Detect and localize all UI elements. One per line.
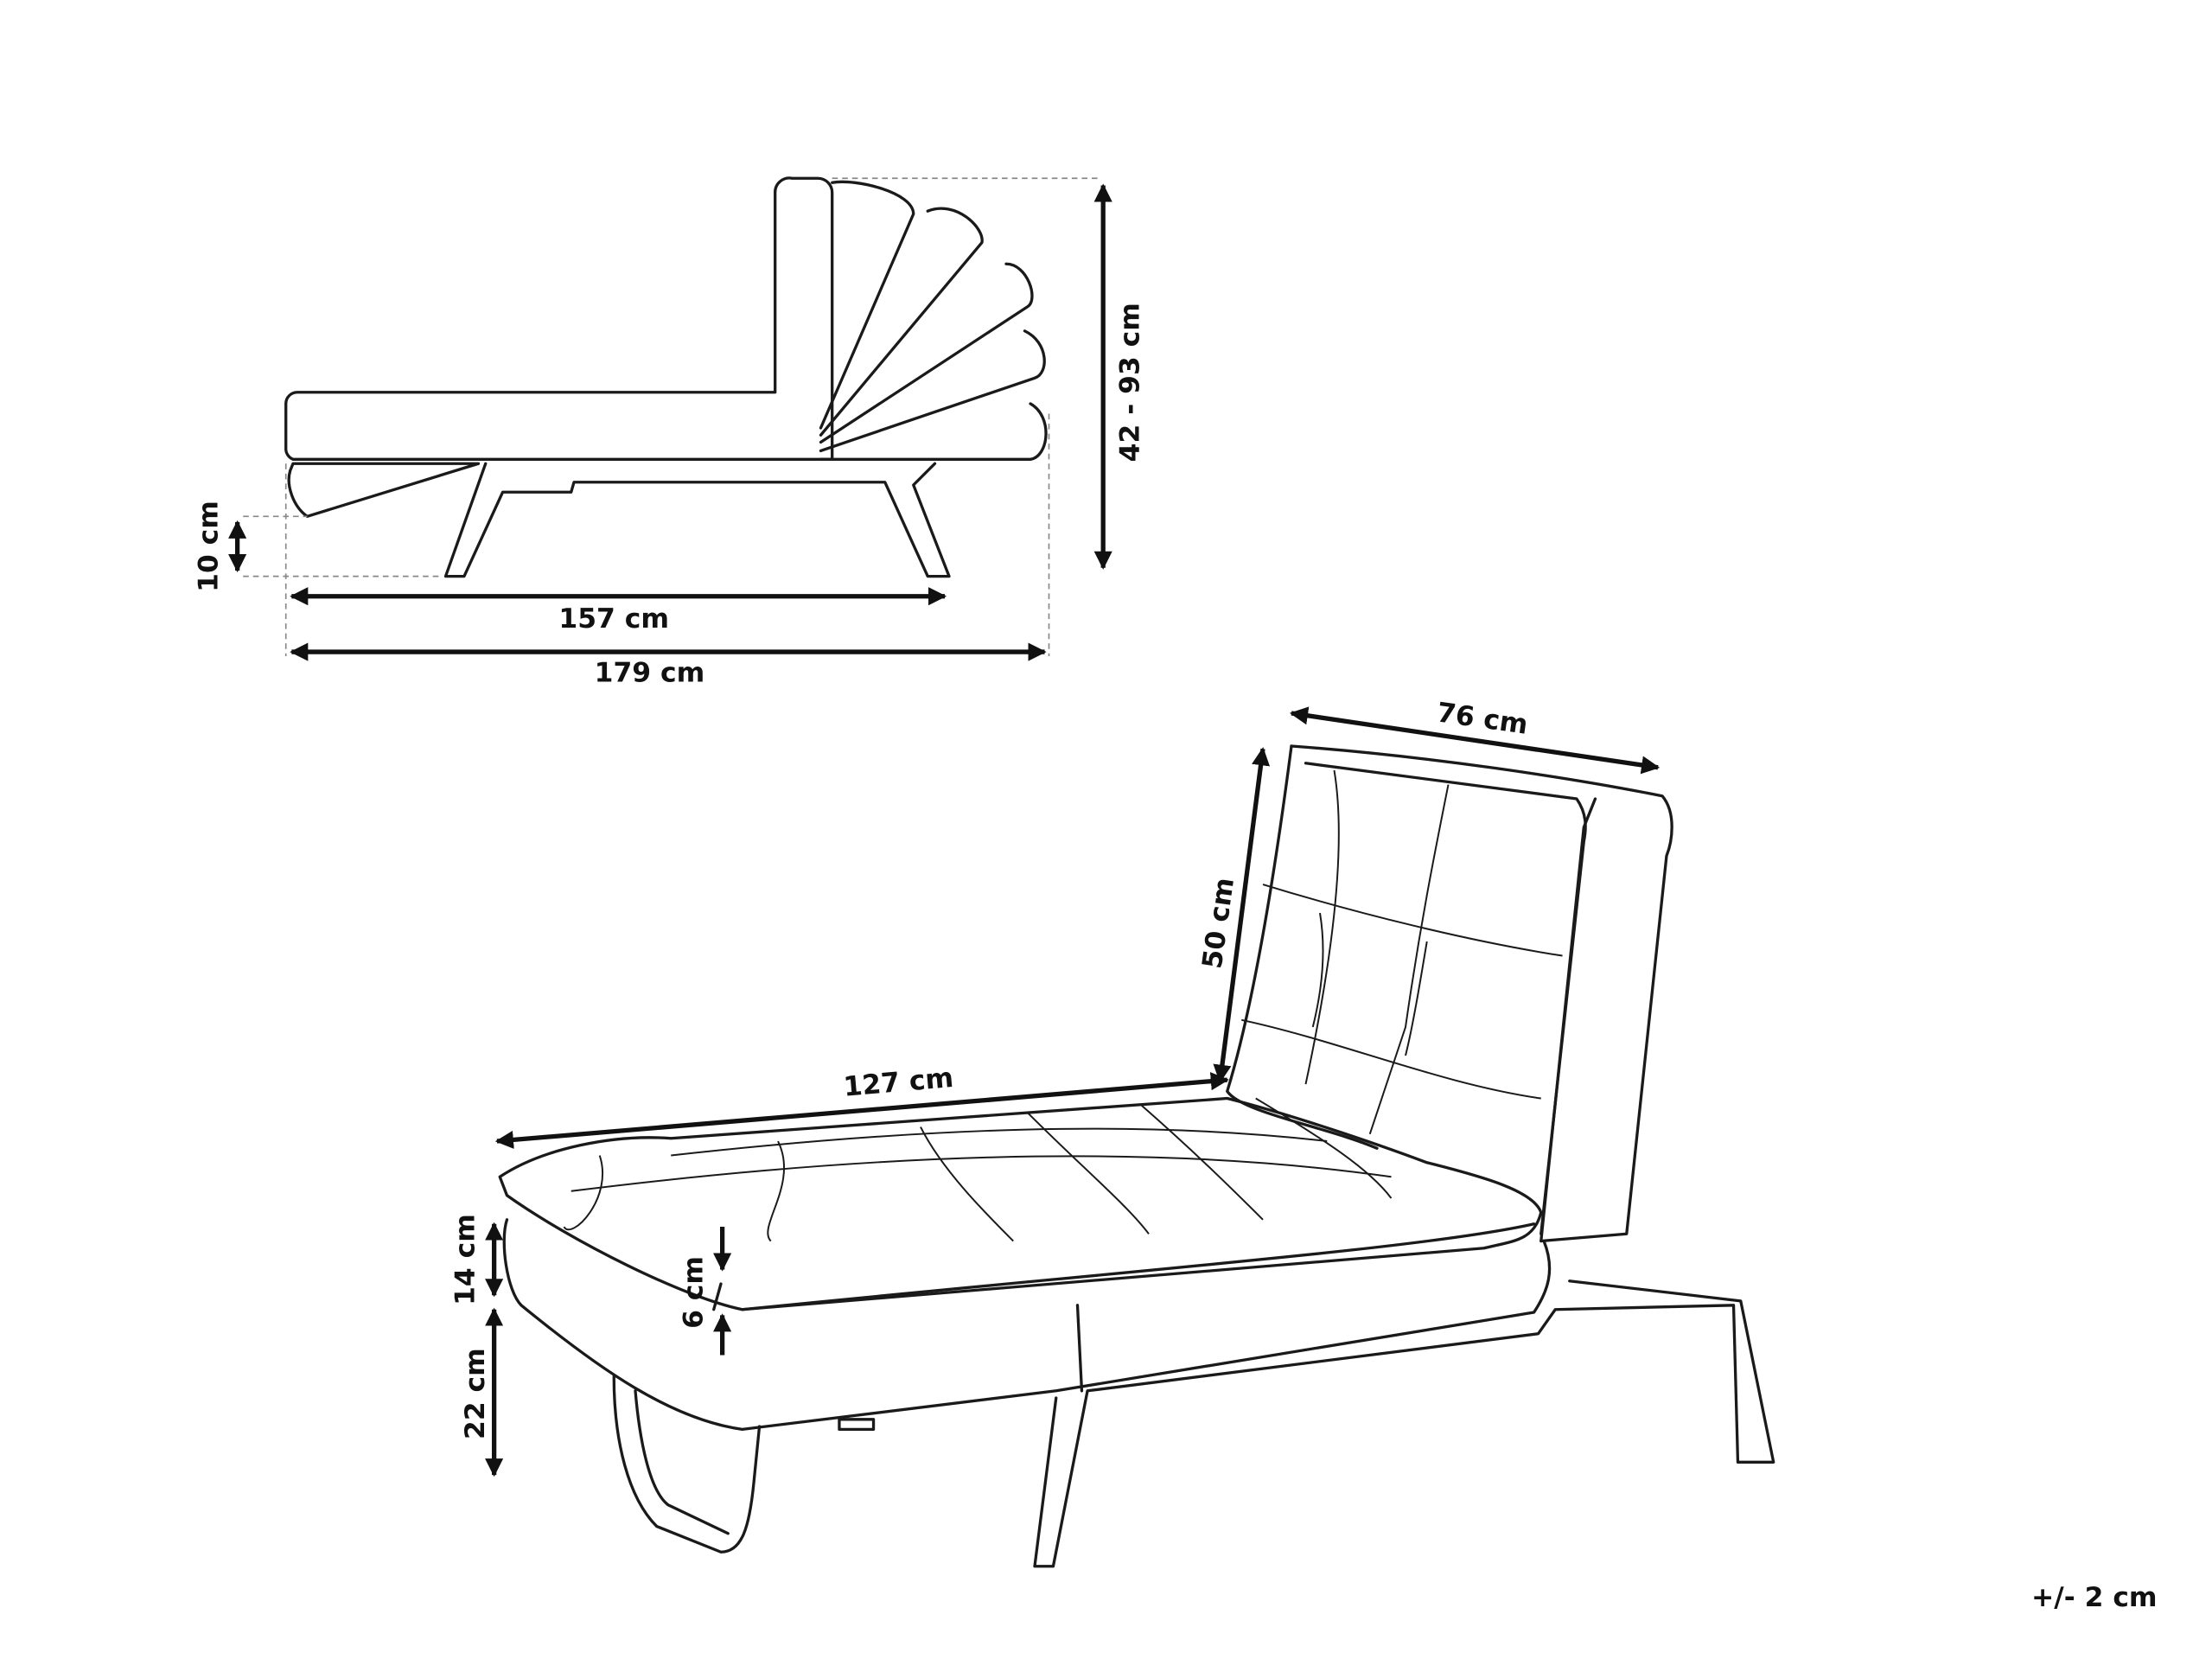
seat-depth-dimension: [494, 1072, 1229, 1149]
backrest-height-dimension: [1213, 747, 1271, 1083]
perspective-view-drawing: [498, 744, 1775, 1568]
height-range-label: 42 - 93 cm: [1114, 303, 1145, 462]
leg-clearance-label: 10 cm: [194, 501, 225, 592]
total-length-label: 179 cm: [595, 658, 705, 689]
leg-height-label: 22 cm: [460, 1348, 491, 1439]
base-height-label: 14 cm: [450, 1214, 481, 1305]
seat-depth-label: 127 cm: [842, 1062, 954, 1103]
tolerance-note: +/- 2 cm: [2031, 1582, 2158, 1613]
side-view-drawing: [243, 176, 1100, 657]
seat-length-label: 157 cm: [558, 603, 669, 635]
cushion-thickness-label: 6 cm: [679, 1256, 710, 1329]
width-dimension: [1289, 706, 1661, 775]
width-label: 76 cm: [1435, 697, 1530, 740]
